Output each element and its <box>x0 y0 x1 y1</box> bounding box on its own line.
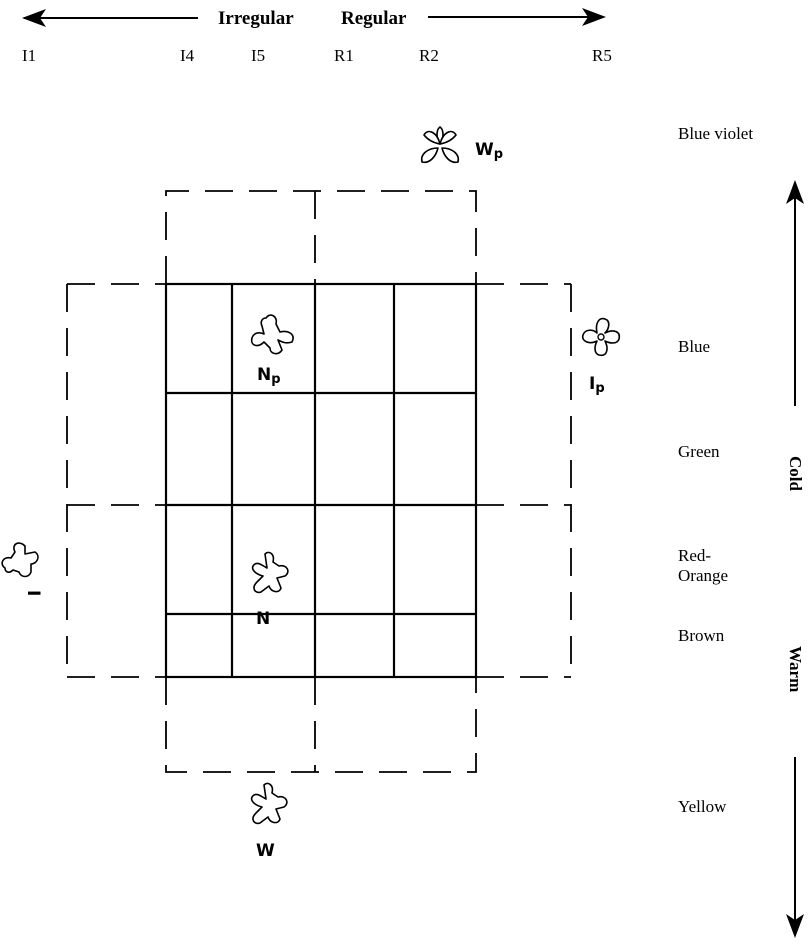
shape-label-w: W <box>256 841 275 861</box>
color-label-blue-violet: Blue violet <box>678 124 753 143</box>
tick-r1: R1 <box>334 46 354 65</box>
color-label-red-orange-line2: Orange <box>678 566 728 585</box>
tick-i1: I1 <box>22 46 36 65</box>
regular-label: Regular <box>341 8 407 29</box>
color-label-red-orange-line1: Red- <box>678 546 711 565</box>
irregular-blob-icon <box>2 543 38 576</box>
irregular-arrow <box>22 9 198 27</box>
tick-i5: I5 <box>251 46 265 65</box>
axis-label-cold: Cold <box>786 456 805 492</box>
regular-arrow <box>428 8 606 26</box>
cold-arrow <box>786 180 804 406</box>
shape-label-n: N <box>256 609 270 629</box>
warm-arrow <box>786 757 804 938</box>
irregular-blob-icon <box>253 552 288 592</box>
shape-label-i: I <box>23 590 43 596</box>
irregular-label: Irregular <box>218 8 294 29</box>
irregular-blob-icon <box>252 783 287 823</box>
dashed-region <box>67 191 571 772</box>
shape-label-wp: Wp <box>475 140 503 162</box>
color-label-yellow: Yellow <box>678 797 727 816</box>
solid-grid <box>166 284 476 677</box>
color-label-blue: Blue <box>678 337 710 356</box>
tick-i4: I4 <box>180 46 195 65</box>
axis-label-warm: Warm <box>786 646 805 692</box>
color-label-brown: Brown <box>678 626 725 645</box>
three-petal-flower-icon <box>422 127 459 162</box>
irregular-blob-icon <box>252 315 293 354</box>
shape-label-np: Np <box>257 365 281 387</box>
tick-r5: R5 <box>592 46 612 65</box>
color-label-green: Green <box>678 442 720 461</box>
shape-label-ip: Ip <box>589 374 605 396</box>
four-lobed-flower-icon <box>583 319 620 356</box>
tick-r2: R2 <box>419 46 439 65</box>
